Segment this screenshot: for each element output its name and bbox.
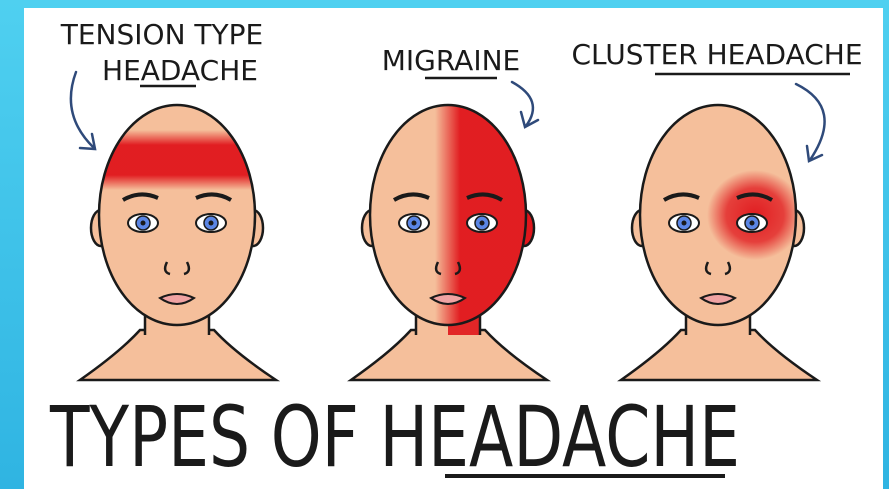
main-title: TYPES OF HEADACHE bbox=[49, 388, 740, 486]
cluster-arrow-icon bbox=[796, 84, 825, 161]
tension-face bbox=[80, 105, 276, 380]
tension-label-line1: TENSION TYPE bbox=[60, 18, 263, 51]
migraine-face bbox=[351, 100, 547, 380]
tension-label-line2: HEADACHE bbox=[102, 54, 258, 87]
cluster-label: CLUSTER HEADACHE bbox=[571, 38, 862, 71]
tension-arrow-icon bbox=[71, 72, 95, 149]
migraine-label: MIGRAINE bbox=[382, 44, 520, 77]
cluster-face bbox=[621, 105, 817, 380]
migraine-arrow-icon bbox=[512, 82, 538, 127]
